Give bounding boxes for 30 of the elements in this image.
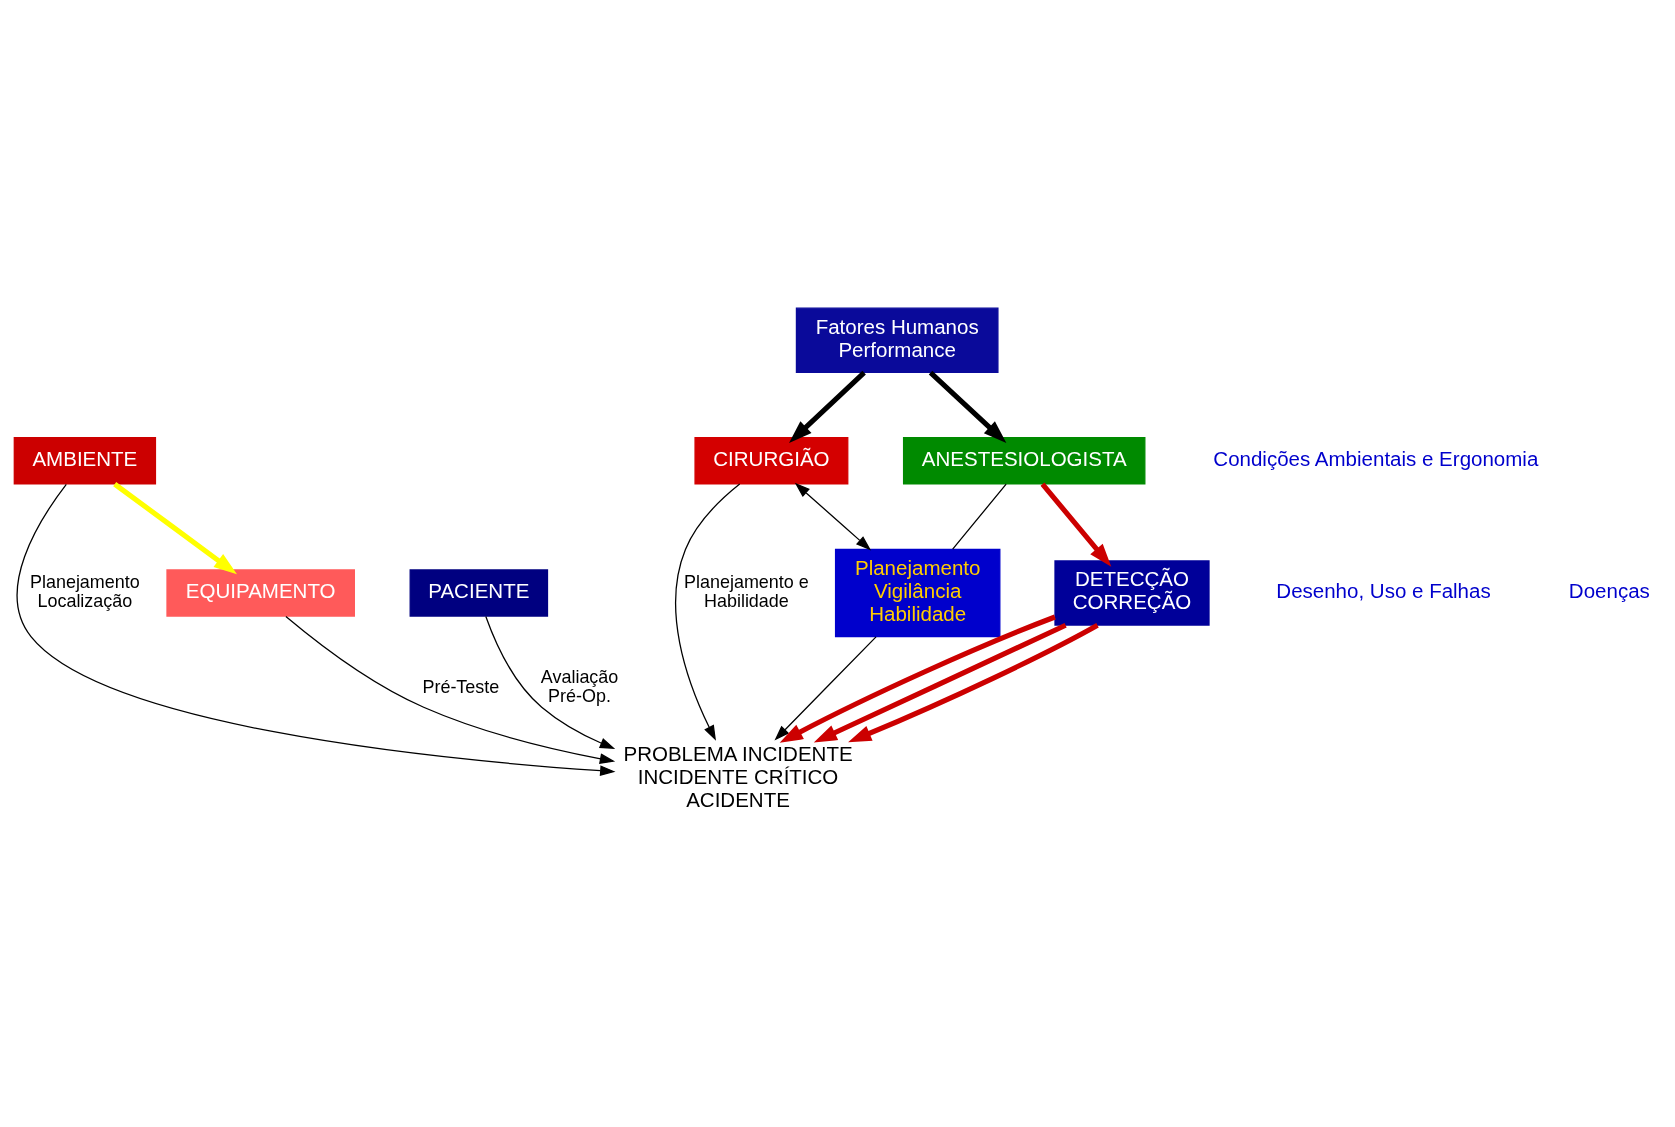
- arrow: [848, 622, 1099, 743]
- arrow: [789, 370, 866, 443]
- arrow: [1040, 482, 1112, 567]
- node-box: Planejamento Vigilância Habilidade: [834, 548, 1001, 638]
- arrow: [928, 370, 1007, 443]
- arrow: [779, 614, 1056, 743]
- edge-label: Avaliação Pré-Op.: [540, 667, 619, 707]
- edge-label: Planejamento Localização: [29, 572, 140, 612]
- edge-label: Planejamento e Habilidade: [684, 572, 809, 612]
- edge-label: Pré-Teste: [422, 676, 500, 697]
- node-box: Fatores Humanos Performance: [795, 307, 999, 373]
- node-box: CIRURGIÃO: [694, 437, 849, 485]
- arrow: [813, 622, 1067, 743]
- arrow: [675, 483, 741, 741]
- node-text: PROBLEMA INCIDENTE INCIDENTE CRÍTICO ACIDENTE: [623, 741, 853, 812]
- node-box: ANESTESIOLOGISTA: [902, 437, 1146, 485]
- arrow: [774, 636, 877, 741]
- connector: [952, 483, 1007, 550]
- node-box: DETECÇÃO CORREÇÃO: [1054, 560, 1210, 626]
- arrow: [485, 615, 616, 749]
- node-box: PACIENTE: [409, 569, 549, 617]
- arrow: [16, 483, 616, 777]
- node-box: EQUIPAMENTO: [166, 569, 355, 617]
- label: Desenho, Uso e Falhas: [1276, 578, 1491, 602]
- arrow: [794, 482, 872, 551]
- label: Doenças: [1568, 578, 1650, 602]
- label: Condições Ambientais e Ergonomia: [1213, 446, 1539, 470]
- node-box: AMBIENTE: [13, 437, 157, 485]
- arrow: [285, 615, 616, 764]
- arrow: [113, 482, 237, 575]
